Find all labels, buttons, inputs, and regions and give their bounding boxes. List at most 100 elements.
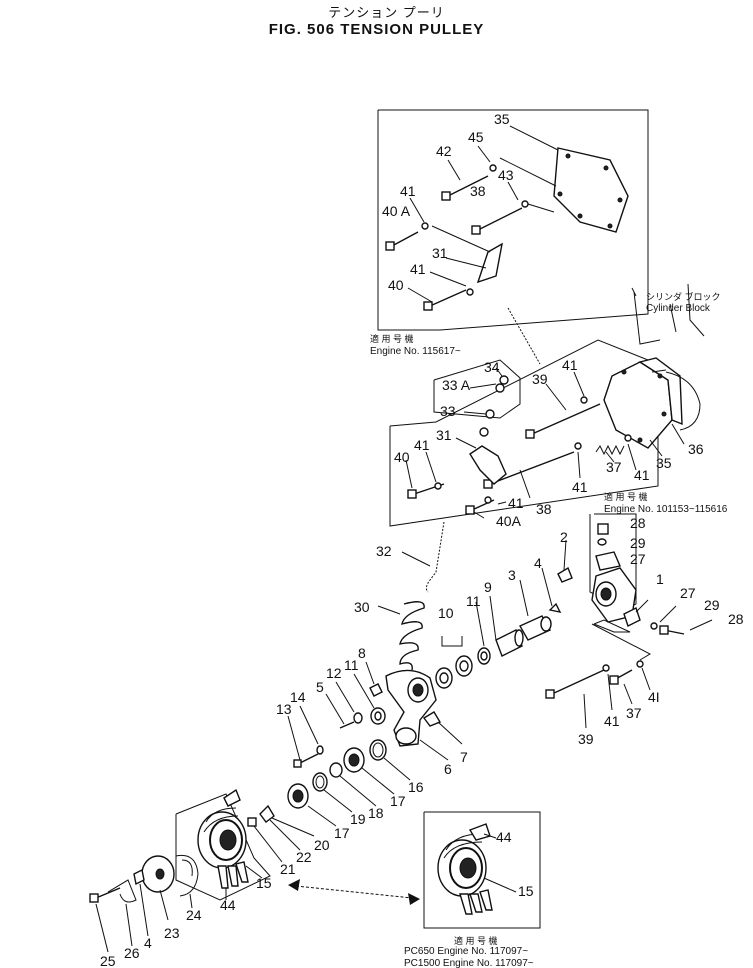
- note-bottom-line1: PC650 Engine No. 117097~: [404, 946, 528, 957]
- callout-43: 43: [498, 167, 514, 183]
- callout-1: 1: [656, 571, 664, 587]
- lock-plate-26: [107, 879, 137, 903]
- callout-41: 4I: [648, 689, 660, 705]
- bolt-38-mid: [489, 451, 575, 485]
- callout-14: 14: [290, 689, 306, 705]
- note-bottom-line2: PC1500 Engine No. 117097~: [404, 958, 534, 968]
- grease-fitting-2: [557, 566, 573, 583]
- callout-41: 41: [400, 183, 416, 199]
- gasket-24: [175, 854, 199, 897]
- callout-41: 41: [572, 479, 588, 495]
- callout-33: 33: [440, 403, 456, 419]
- callout-20: 20: [314, 837, 330, 853]
- callout-38: 38: [536, 501, 552, 517]
- callout-25: 25: [100, 953, 116, 968]
- callout-29: 29: [630, 535, 646, 551]
- pin-5: [339, 721, 355, 729]
- callout-6: 6: [444, 761, 452, 777]
- callout-17: 17: [334, 825, 350, 841]
- callout-37: 37: [626, 705, 642, 721]
- callout-41: 41: [562, 357, 578, 373]
- callout-28: 28: [728, 611, 744, 627]
- bracket-31: [476, 242, 503, 284]
- callout-8: 8: [358, 645, 366, 661]
- callout-4: 4: [144, 935, 152, 951]
- callout-7: 7: [460, 749, 468, 765]
- note-top-engine: Engine No. 115617~: [370, 346, 461, 357]
- callout-33A: 33 A: [442, 377, 471, 393]
- callout-15: 15: [256, 875, 272, 891]
- callout-18: 18: [368, 805, 384, 821]
- top-variant-box: [377, 109, 649, 331]
- interchange-arrow: [288, 879, 420, 905]
- bolt-38: [477, 207, 523, 231]
- callout-41: 41: [634, 467, 650, 483]
- note-bottom-jp: 適 用 号 機: [454, 935, 498, 946]
- callout-4: 4: [534, 555, 542, 571]
- grease-nipple-8: [369, 683, 383, 697]
- callout-11: 11: [344, 657, 359, 673]
- bearing-stack: [247, 739, 411, 863]
- callout-28: 28: [630, 515, 646, 531]
- callout-38: 38: [470, 183, 486, 199]
- middle-variant-box: [389, 339, 701, 527]
- figure-title: テンション プーリ FIG. 506 TENSION PULLEY: [0, 5, 753, 39]
- pin-7: [422, 711, 442, 727]
- callout-39: 39: [532, 371, 548, 387]
- callout-40A: 40 A: [382, 203, 411, 219]
- callout-3: 3: [508, 567, 516, 583]
- callout-37: 37: [606, 459, 622, 475]
- bolt-40A: [391, 231, 419, 247]
- callout-27: 27: [630, 551, 646, 567]
- callout-31: 31: [432, 245, 448, 261]
- bolt-42: [447, 175, 489, 197]
- callout-40: 40: [394, 449, 410, 465]
- bolt-39-upper: [531, 403, 601, 435]
- callout-11: 11: [466, 593, 481, 609]
- callout-17: 17: [390, 793, 406, 809]
- callout-10: 10: [438, 605, 454, 621]
- callout-41: 41: [410, 261, 426, 277]
- callout-5: 5: [316, 679, 324, 695]
- bolt-40: [429, 289, 467, 307]
- callout-22: 22: [296, 849, 312, 865]
- callout-30: 30: [354, 599, 370, 615]
- callout-35: 35: [494, 111, 510, 127]
- cylinder-block: [631, 283, 705, 345]
- title-japanese: テンション プーリ: [328, 5, 445, 20]
- callout-21: 21: [280, 861, 296, 877]
- tension-arm-6: [385, 669, 463, 761]
- callout-19: 19: [350, 811, 366, 827]
- bolt-21: [247, 817, 257, 827]
- bracket-31-mid: [469, 445, 507, 485]
- washer-14: [316, 745, 324, 755]
- pulley-group-lower-right: [423, 811, 541, 929]
- callout-44: 44: [220, 897, 236, 913]
- callout-35: 35: [656, 455, 672, 471]
- nut-22: [259, 804, 275, 823]
- pulley-group-lower-left: [89, 788, 271, 953]
- washer-4: [133, 868, 145, 886]
- callout-40: 40: [388, 277, 404, 293]
- spring-30: [399, 601, 425, 671]
- callout-27: 27: [680, 585, 696, 601]
- spacer-18: [329, 762, 343, 778]
- cover-plate-35: [553, 147, 629, 233]
- callout-41: 41: [604, 713, 620, 729]
- callout-31: 31: [436, 427, 452, 443]
- note-cylinder-en: Cylinder Block: [646, 303, 711, 314]
- callout-2: 2: [560, 529, 568, 545]
- callout-24: 24: [186, 907, 202, 923]
- tension-spring: [377, 521, 445, 671]
- plate-44-alt: [468, 823, 491, 841]
- small-parts: [287, 661, 386, 768]
- callout-39: 39: [578, 731, 594, 747]
- callout-44: 44: [496, 829, 512, 845]
- spring-37: [595, 444, 625, 456]
- note-mid-jp: 適 用 号 機: [604, 491, 648, 502]
- applicability-notes: 適 用 号 機 Engine No. 115617~ シリンダ ブロック Cyl…: [370, 291, 728, 968]
- shaft-assembly: [435, 567, 562, 689]
- callout-9: 9: [484, 579, 492, 595]
- callout-45: 45: [468, 129, 484, 145]
- callout-40A: 40A: [496, 513, 522, 529]
